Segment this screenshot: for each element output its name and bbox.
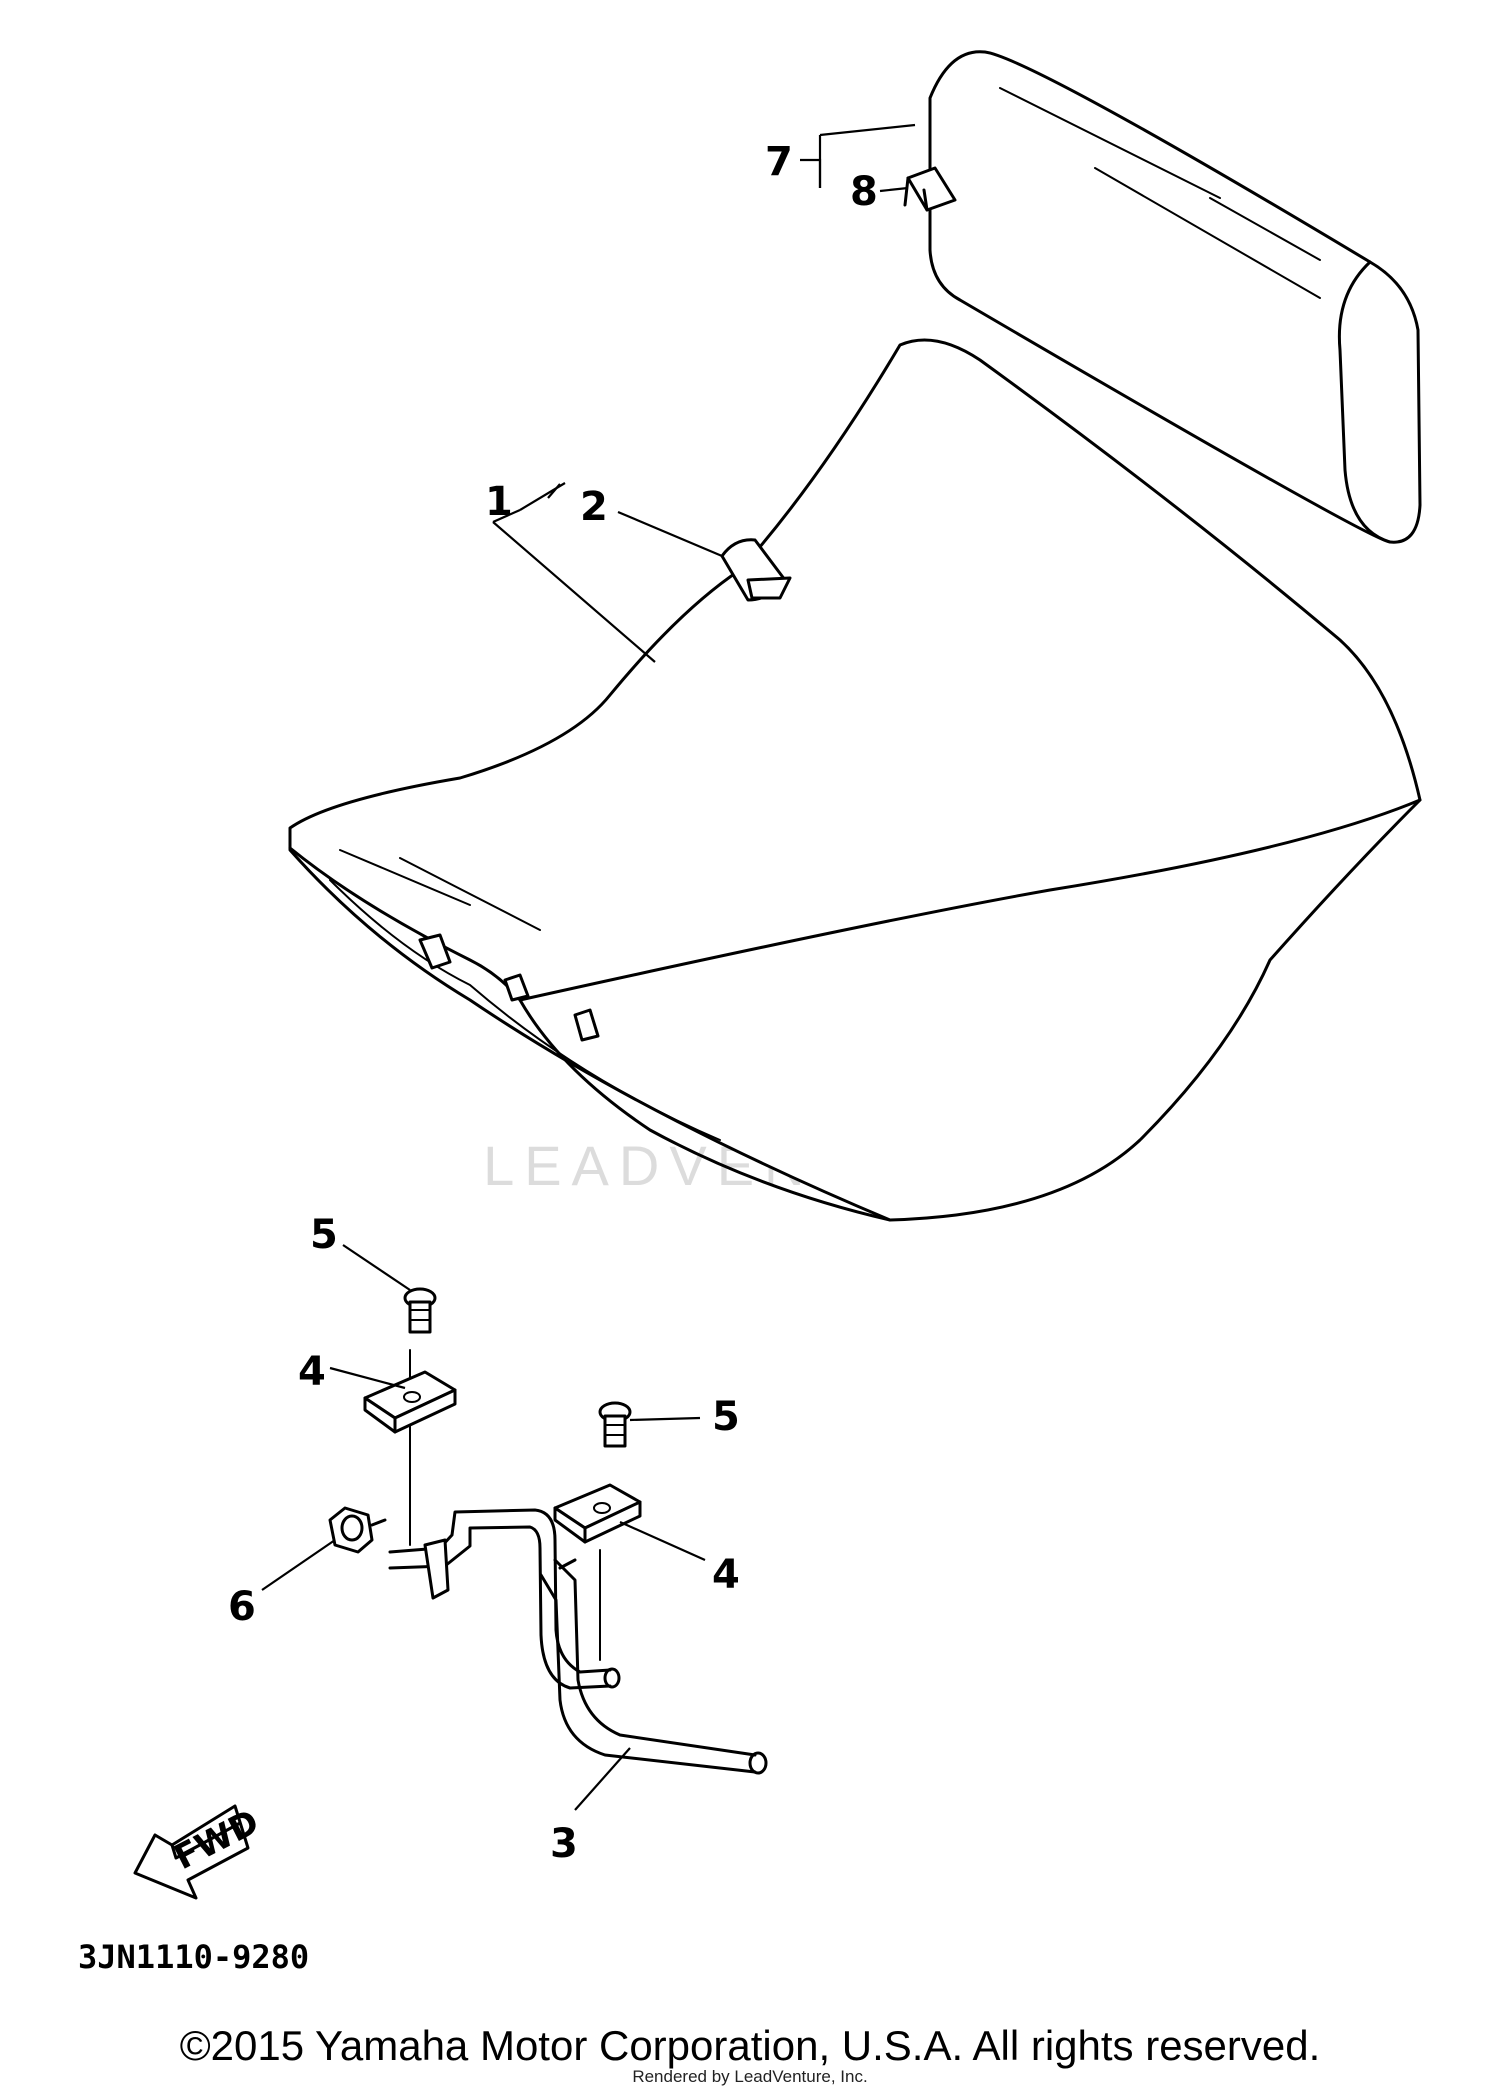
fwd-label: FWD [168,1802,265,1878]
seat-part [288,338,1422,1222]
plate-part-upper [363,1370,457,1434]
bolt-part-upper [403,1287,437,1334]
callout-1: 1 [485,479,513,525]
clip-part [903,166,957,212]
copyright-notice: ©2015 Yamaha Motor Corporation, U.S.A. A… [180,2022,1321,2069]
callout-6: 6 [228,1584,256,1630]
callout-7: 7 [765,139,793,185]
callout-4-upper: 4 [298,1349,326,1395]
bolt-part-lower [598,1401,632,1448]
rendered-by-notice: Rendered by LeadVenture, Inc. [632,2067,867,2086]
backrest-part [928,50,1422,544]
callouts: 1 2 3 4 4 5 5 6 7 8 [228,139,878,1867]
rear-bracket-part [388,1349,768,1775]
callout-5-upper: 5 [310,1212,338,1258]
fwd-arrow-icon: FWD [133,1802,265,1900]
plate-part-lower [553,1483,642,1544]
leader-lines [261,123,916,1811]
part-code: 3JN1110-9280 [78,1938,309,1976]
callout-2: 2 [580,484,608,530]
callout-5-lower: 5 [712,1394,740,1440]
callout-3: 3 [550,1821,578,1867]
callout-4-lower: 4 [712,1552,740,1598]
nut-part [328,1506,387,1554]
callout-8: 8 [850,169,878,215]
